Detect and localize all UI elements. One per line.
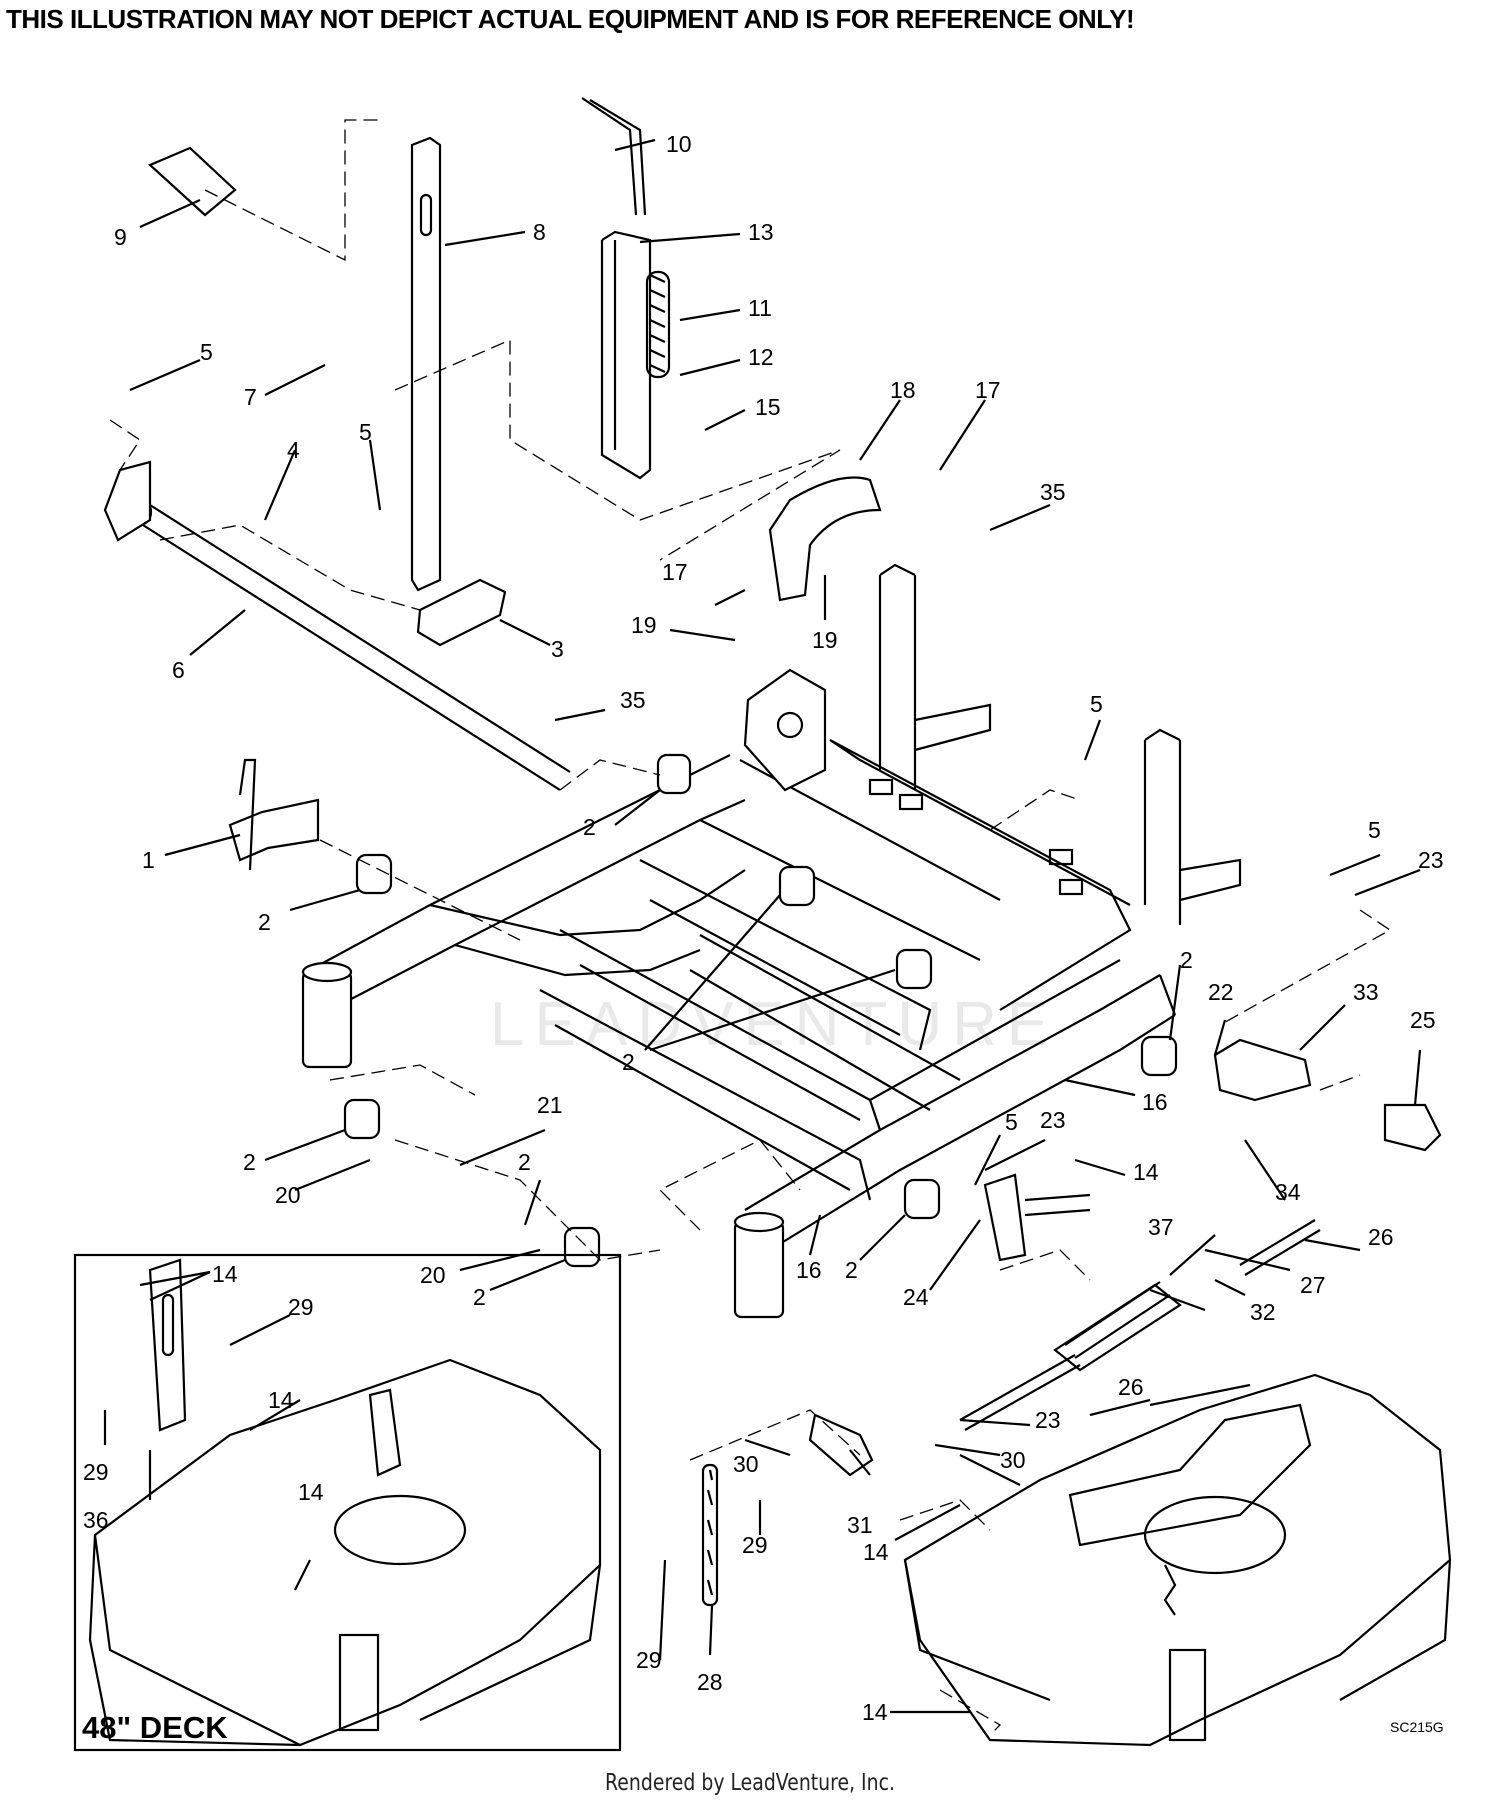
callout-33: 33 bbox=[1353, 979, 1379, 1005]
artwork bbox=[73, 97, 1452, 1752]
callout-2: 2 bbox=[622, 1049, 635, 1075]
callout-12: 12 bbox=[748, 344, 774, 370]
callout-28: 28 bbox=[697, 1669, 723, 1695]
callout-29: 29 bbox=[288, 1294, 314, 1320]
callout-22: 22 bbox=[1208, 979, 1234, 1005]
inset-title-48-deck: 48" DECK bbox=[82, 1710, 228, 1745]
callout-23: 23 bbox=[1418, 847, 1444, 873]
callout-5: 5 bbox=[1005, 1109, 1018, 1135]
callout-9: 9 bbox=[114, 224, 127, 250]
callout-2: 2 bbox=[1180, 947, 1193, 973]
callout-2: 2 bbox=[243, 1149, 256, 1175]
callout-5: 5 bbox=[1090, 691, 1103, 717]
callout-29: 29 bbox=[742, 1532, 768, 1558]
callout-27: 27 bbox=[1300, 1272, 1326, 1298]
callout-10: 10 bbox=[666, 131, 692, 157]
callout-19: 19 bbox=[812, 627, 838, 653]
callout-35: 35 bbox=[1040, 479, 1066, 505]
callout-1: 1 bbox=[142, 847, 155, 873]
callout-30: 30 bbox=[1000, 1447, 1026, 1473]
callout-2: 2 bbox=[845, 1257, 858, 1283]
callout-14: 14 bbox=[862, 1699, 888, 1725]
callout-16: 16 bbox=[1142, 1089, 1168, 1115]
callout-29: 29 bbox=[83, 1459, 109, 1485]
callout-36: 36 bbox=[83, 1507, 109, 1533]
callout-3: 3 bbox=[551, 636, 564, 662]
callout-17: 17 bbox=[975, 377, 1001, 403]
drawing-code: SC215G bbox=[1390, 1719, 1444, 1735]
callout-31: 31 bbox=[847, 1512, 873, 1538]
callout-26: 26 bbox=[1368, 1224, 1394, 1250]
callout-37: 37 bbox=[1148, 1214, 1174, 1240]
callout-8: 8 bbox=[533, 219, 546, 245]
callout-26: 26 bbox=[1118, 1374, 1144, 1400]
callout-32: 32 bbox=[1250, 1299, 1276, 1325]
callout-5: 5 bbox=[200, 339, 213, 365]
callout-29: 29 bbox=[636, 1647, 662, 1673]
callout-20: 20 bbox=[420, 1262, 446, 1288]
callout-2: 2 bbox=[583, 814, 596, 840]
callout-13: 13 bbox=[748, 219, 774, 245]
callout-6: 6 bbox=[172, 657, 185, 683]
callout-23: 23 bbox=[1035, 1407, 1061, 1433]
callout-35: 35 bbox=[620, 687, 646, 713]
callout-2: 2 bbox=[258, 909, 271, 935]
callout-30: 30 bbox=[733, 1451, 759, 1477]
callout-23: 23 bbox=[1040, 1107, 1066, 1133]
callout-15: 15 bbox=[755, 394, 781, 420]
callout-11: 11 bbox=[748, 295, 772, 321]
callout-19: 19 bbox=[631, 612, 657, 638]
callout-14: 14 bbox=[863, 1539, 889, 1565]
callout-2: 2 bbox=[518, 1149, 531, 1175]
rendered-by-footer: Rendered by LeadVenture, Inc. bbox=[605, 1770, 895, 1796]
callout-14: 14 bbox=[1133, 1159, 1159, 1185]
callout-labels: 10 13 9 8 11 5 7 12 15 18 17 4 5 35 3 17… bbox=[83, 131, 1444, 1725]
callout-14: 14 bbox=[212, 1261, 238, 1287]
callout-14: 14 bbox=[268, 1387, 294, 1413]
callout-25: 25 bbox=[1410, 1007, 1436, 1033]
callout-18: 18 bbox=[890, 377, 916, 403]
callout-7: 7 bbox=[244, 384, 257, 410]
assembly-lines bbox=[109, 119, 1392, 1736]
callout-24: 24 bbox=[903, 1284, 929, 1310]
disclaimer-header: THIS ILLUSTRATION MAY NOT DEPICT ACTUAL … bbox=[6, 4, 1135, 34]
callout-34: 34 bbox=[1275, 1179, 1301, 1205]
callout-17: 17 bbox=[662, 559, 688, 585]
watermark: LEADVENTURE bbox=[490, 990, 1058, 1059]
callout-2: 2 bbox=[473, 1284, 486, 1310]
callout-14: 14 bbox=[298, 1479, 324, 1505]
callout-4: 4 bbox=[287, 437, 300, 463]
callout-5: 5 bbox=[359, 419, 372, 445]
callout-16: 16 bbox=[796, 1257, 822, 1283]
callout-5: 5 bbox=[1368, 817, 1381, 843]
callout-20: 20 bbox=[275, 1182, 301, 1208]
leader-arrows bbox=[103, 138, 1422, 1714]
callout-21: 21 bbox=[537, 1092, 563, 1118]
